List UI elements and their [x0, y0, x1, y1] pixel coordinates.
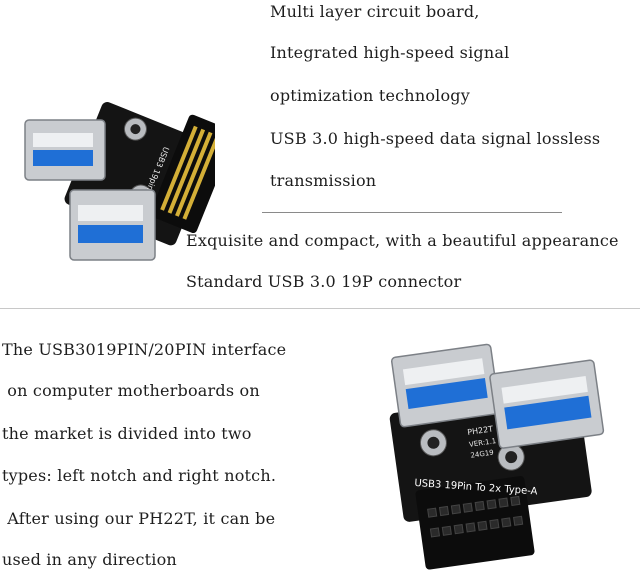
- description-line: the market is divided into two: [2, 424, 252, 443]
- description-line: After using our PH22T, it can be: [2, 509, 276, 528]
- feature-line: Exquisite and compact, with a beautiful …: [186, 231, 619, 250]
- feature-line: USB 3.0 high-speed data signal lossless: [270, 129, 601, 148]
- board-version-label: VER:1.1: [469, 437, 497, 449]
- divider: [262, 212, 562, 213]
- feature-line: Multi layer circuit board,: [270, 2, 480, 21]
- description-line: The USB3019PIN/20PIN interface: [2, 340, 287, 359]
- description-line: types: left notch and right notch.: [2, 466, 277, 485]
- description-line: on computer motherboards on: [2, 381, 260, 400]
- board-code-label: 24G19: [470, 449, 494, 460]
- section-divider: [0, 308, 640, 309]
- feature-line: transmission: [270, 171, 377, 190]
- feature-line: Integrated high-speed signal: [270, 43, 510, 62]
- board-model-label: PH22T: [467, 424, 494, 437]
- product-image-bottom: PH22T VER:1.1 24G19 USB3 19Pin To 2x Typ…: [389, 343, 605, 570]
- description-line: used in any direction: [2, 550, 177, 569]
- feature-line: optimization technology: [270, 86, 470, 105]
- feature-line: Standard USB 3.0 19P connector: [186, 272, 462, 291]
- product-image-top: USB3 19pin To 2x Type-A: [24, 102, 215, 261]
